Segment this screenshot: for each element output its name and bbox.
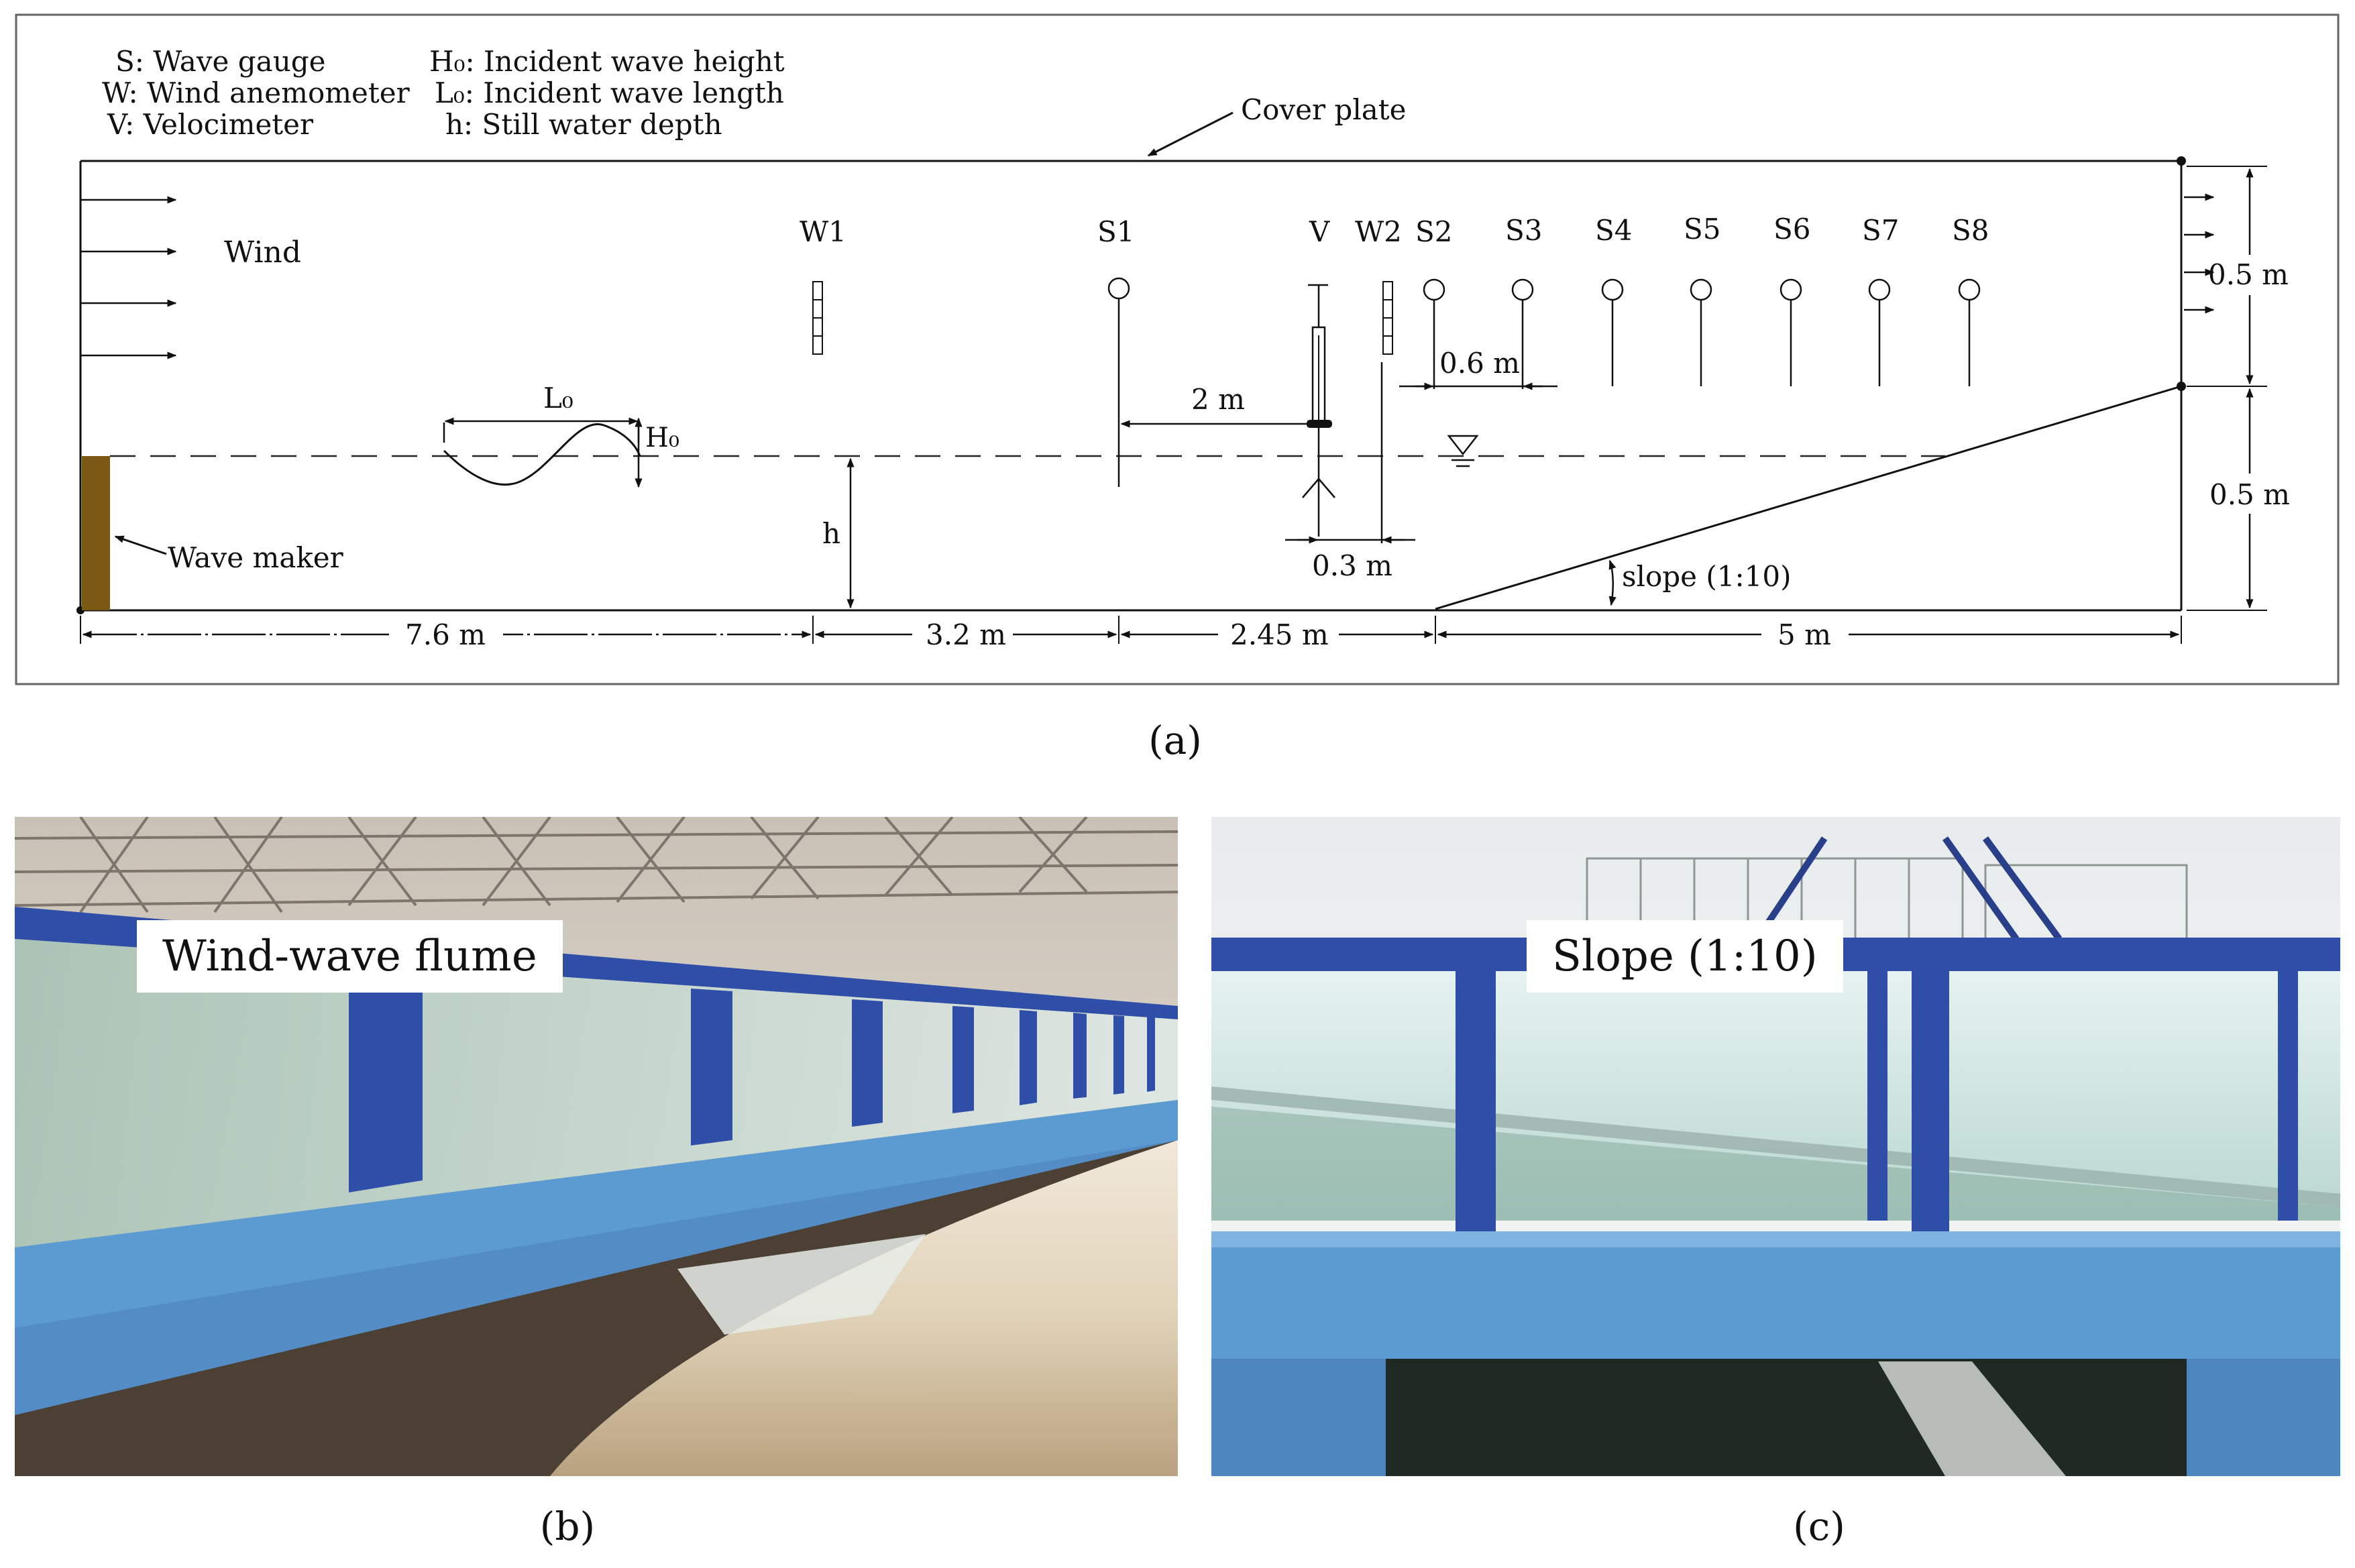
instrument-label-w1: W1	[800, 215, 846, 248]
legend-still-water-depth: h: Still water depth	[445, 108, 722, 141]
cover-plate-label: Cover plate	[1241, 93, 1407, 126]
wave-height-label: H₀	[645, 423, 679, 453]
legend-wind-anemometer: W: Wind anemometer	[102, 76, 410, 109]
velocimeter	[1302, 284, 1335, 537]
wave-maker-label: Wave maker	[168, 541, 344, 574]
dimension-3-2m-label: 3.2 m	[926, 618, 1006, 651]
instrument-label-s3: S3	[1505, 214, 1543, 247]
instrument-label-s2: S2	[1415, 215, 1453, 248]
panel-a-frame	[15, 13, 2340, 685]
anemometer-w1	[812, 281, 823, 355]
dimension-2m-label: 2 m	[1191, 383, 1245, 416]
caption-b: (b)	[539, 1504, 596, 1549]
instrument-label-v: V	[1309, 215, 1330, 248]
wave-gauge-s2	[1423, 278, 1445, 389]
caption-a: (a)	[1148, 718, 1202, 763]
dimension-air-height-label: 0.5 m	[2208, 258, 2289, 291]
wave-gauge-s7	[1868, 278, 1891, 386]
photo-wind-wave-flume	[15, 817, 1178, 1476]
instrument-label-s1: S1	[1097, 215, 1135, 248]
wave-maker	[82, 456, 110, 610]
legend-wave-gauge: S: Wave gauge	[115, 45, 325, 78]
instrument-label-s7: S7	[1862, 214, 1900, 247]
incident-wave	[443, 423, 641, 486]
wave-gauge-s3	[1511, 278, 1534, 389]
instrument-label-s8: S8	[1952, 214, 1989, 247]
slope-line	[1435, 385, 2182, 610]
wave-gauge-s1	[1107, 277, 1130, 487]
legend-incident-wave-length: L₀: Incident wave length	[435, 76, 784, 109]
legend-incident-wave-height: H₀: Incident wave height	[429, 45, 785, 78]
instrument-label-s6: S6	[1773, 213, 1811, 245]
dimension-7-6m-label: 7.6 m	[405, 618, 486, 651]
caption-c: (c)	[1793, 1504, 1845, 1549]
instrument-label-s4: S4	[1595, 214, 1633, 247]
dimension-2-45m-label: 2.45 m	[1230, 618, 1329, 651]
wind-label: Wind	[224, 235, 301, 270]
slope-angle-arc	[1608, 559, 1617, 606]
slope-label: slope (1:10)	[1622, 560, 1791, 593]
bottom-dimension-ticks	[80, 616, 2182, 644]
wave-gauge-s8	[1958, 278, 1981, 386]
wave-gauge-s4	[1601, 278, 1624, 386]
wavelength-label: L₀	[543, 382, 573, 414]
cover-plate-leader	[1147, 111, 1234, 157]
wave-gauge-s6	[1779, 278, 1802, 386]
wave-maker-leader	[114, 535, 167, 555]
water-level-symbol	[1447, 435, 1479, 456]
wave-gauge-s5	[1690, 278, 1712, 386]
photo-tag-slope: Slope (1:10)	[1527, 920, 1843, 993]
instrument-label-s5: S5	[1684, 213, 1721, 245]
anemometer-w2	[1382, 281, 1393, 355]
water-depth-label: h	[822, 517, 840, 550]
photo-slope	[1211, 817, 2340, 1476]
dimension-water-height-label: 0.5 m	[2209, 478, 2290, 511]
dimension-0-6m-label: 0.6 m	[1439, 347, 1520, 380]
dimension-0-3m-label: 0.3 m	[1312, 549, 1392, 582]
legend-velocimeter: V: Velocimeter	[107, 108, 314, 141]
corner-dot	[2177, 156, 2186, 166]
dimension-5m-label: 5 m	[1777, 618, 1831, 651]
photo-tag-wind-wave-flume: Wind-wave flume	[137, 920, 563, 993]
instrument-label-w2: W2	[1355, 215, 1402, 248]
